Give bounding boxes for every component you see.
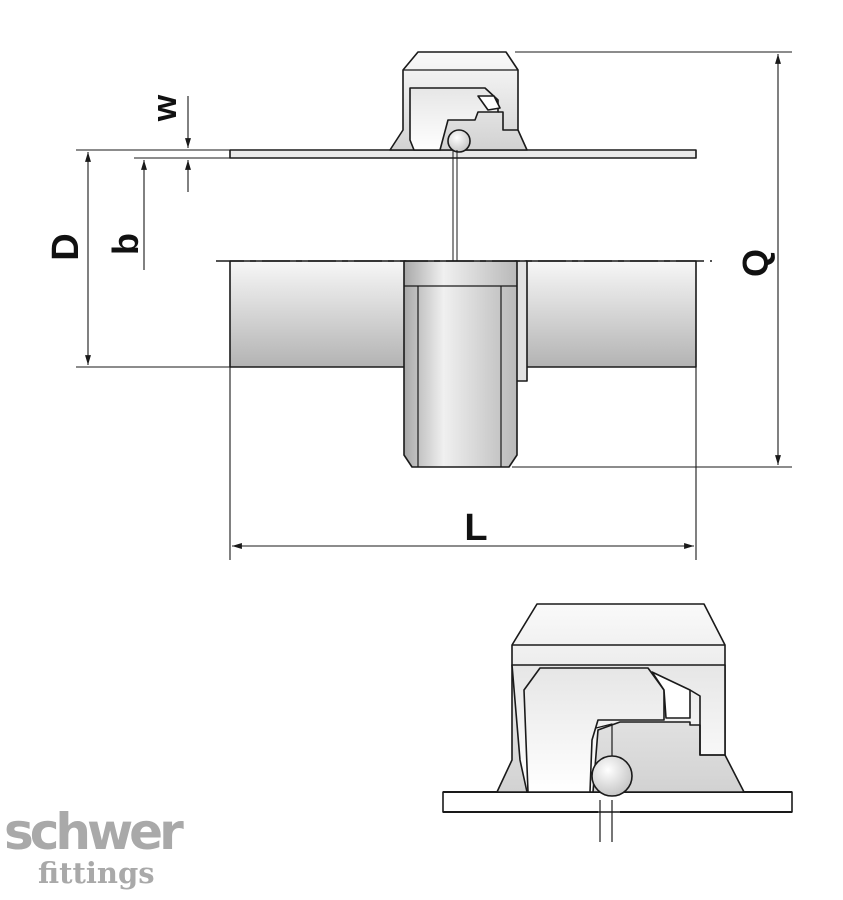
detail-view bbox=[442, 603, 793, 842]
dim-label-q: Q bbox=[735, 249, 776, 277]
main-fitting bbox=[216, 51, 712, 468]
dimension-lines bbox=[76, 51, 792, 560]
logo-subtitle: fittings bbox=[38, 856, 155, 890]
pipe-right-outer bbox=[524, 260, 697, 368]
dimension-labels: w D b Q L bbox=[45, 94, 776, 549]
brand-logo: schwer fittings bbox=[4, 806, 194, 888]
pipe-wall-top bbox=[229, 149, 697, 159]
dim-label-w: w bbox=[146, 94, 184, 122]
dim-label-d: D bbox=[45, 233, 87, 260]
detail-seal-ball bbox=[591, 755, 633, 797]
pipe-bore-upper bbox=[231, 159, 695, 261]
dim-label-b: b bbox=[105, 233, 146, 255]
dim-label-l: L bbox=[464, 507, 487, 549]
seal-ring-ball bbox=[447, 129, 471, 153]
union-nut-outer bbox=[403, 260, 518, 468]
logo-wordmark: schwer bbox=[4, 803, 184, 861]
pipe-left-outer bbox=[229, 260, 407, 368]
